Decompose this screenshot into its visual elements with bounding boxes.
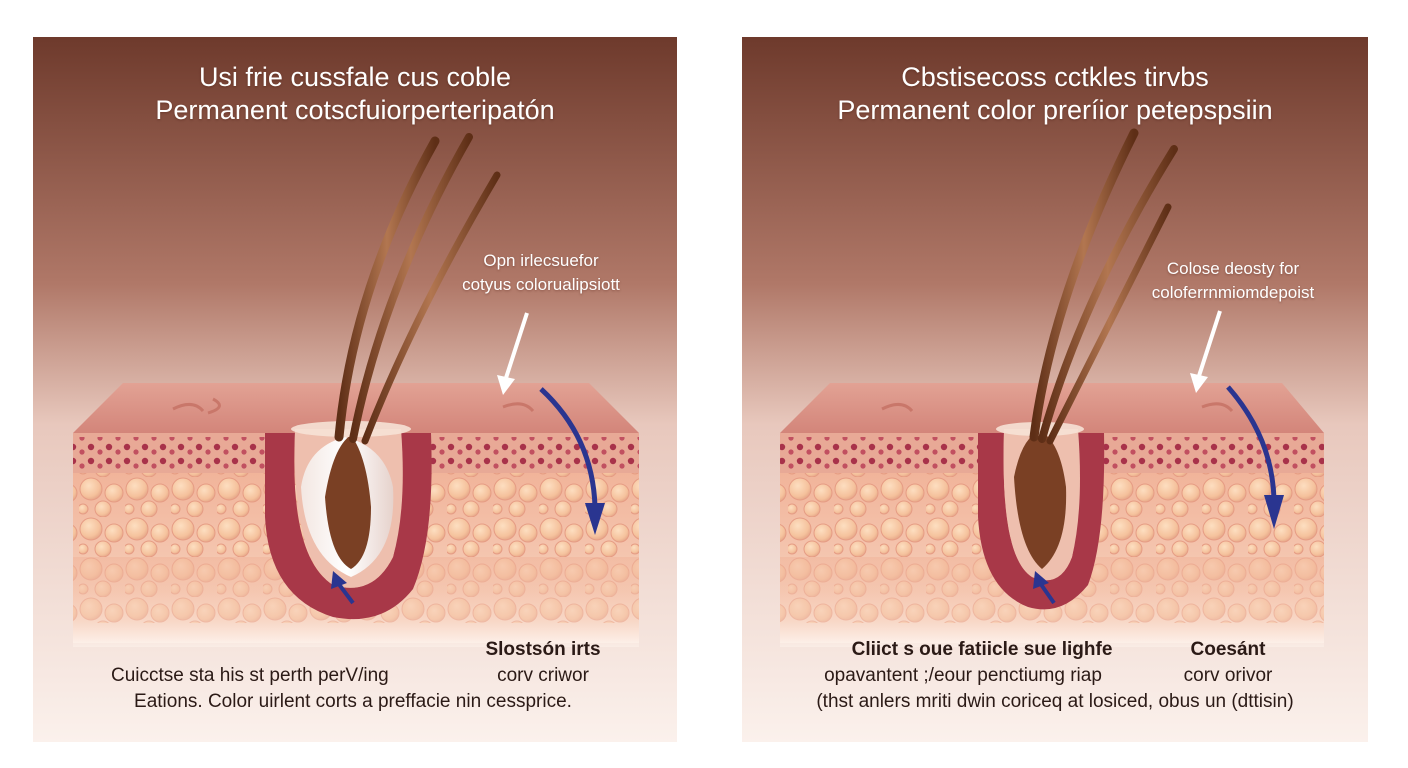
blue-arrow-small <box>336 581 355 605</box>
label-right-line2: corv orivor <box>1183 665 1273 686</box>
blue-arrow <box>1226 385 1277 500</box>
hair-strand <box>349 133 473 443</box>
hair-strand <box>334 136 440 442</box>
caption-line1: Cuicctse sta his st perth perV/ing <box>111 665 389 686</box>
caption-line1: opavantent ;/eour penctiumg riap <box>824 665 1102 686</box>
callout-line2: cotyus colorualipsiott <box>462 275 620 294</box>
label-left-line1: Cliict s oue fatiicle sue lighfe <box>851 639 1113 660</box>
blue-arrow-small <box>1038 581 1056 605</box>
label-right-line1: Coesánt <box>1190 639 1266 660</box>
hair-strand <box>1038 145 1178 443</box>
callout-line1: Colose deosty for <box>1166 259 1300 278</box>
panel-title-line2: Permanent color preríior petepspsiin <box>837 95 1273 125</box>
panel-title-line2: Permanent cotscfuiorperteripatón <box>155 95 555 125</box>
caption-line2: Eations. Color uirlent corts a preffacie… <box>134 691 572 712</box>
caption-line2: (thst anlers mriti dwin coriceq at losic… <box>816 691 1294 712</box>
callout-line2: coloferrnmiomdepoist <box>1151 283 1315 302</box>
right-illustration <box>742 37 1368 742</box>
label-right-line1: Slostsón irts <box>485 639 601 660</box>
blue-arrow <box>539 387 598 508</box>
follicle-wall <box>265 433 432 620</box>
callout-line1: Opn irlecsuefor <box>483 251 599 270</box>
hair-strand <box>1046 203 1172 445</box>
follicle-wall <box>978 433 1105 610</box>
white-arrow <box>503 312 529 382</box>
label-right-line2: corv criwor <box>497 665 589 686</box>
hair-strand <box>1029 128 1139 442</box>
white-arrow <box>1196 310 1222 380</box>
panel-title-line1: Cbstisecoss cctkles tirvbs <box>901 62 1209 92</box>
right-panel: Cbstisecoss cctkles tirvbs Permanent col… <box>742 37 1368 742</box>
left-panel: Usi frie cussfale cus coble Permanent co… <box>33 37 677 742</box>
panel-title-line1: Usi frie cussfale cus coble <box>198 62 512 92</box>
hair-strand <box>361 171 501 445</box>
follicle-bulb <box>1014 431 1067 569</box>
left-illustration <box>33 37 677 742</box>
